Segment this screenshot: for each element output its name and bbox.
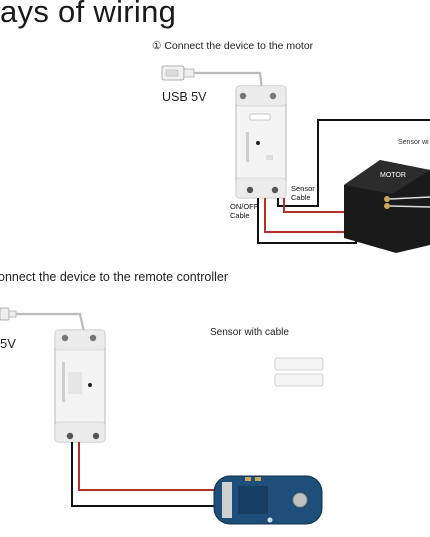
sensor-cable-label: Sensor Cable [291, 184, 315, 202]
smart-switch-device-1 [235, 85, 287, 199]
usb-cable-1 [194, 71, 264, 91]
usb-5v-label-1: USB 5V [162, 90, 207, 104]
page-title: ays of wiring [0, 0, 177, 29]
smart-switch-device-2 [54, 329, 106, 443]
usb-5v-label-2: 5V [0, 336, 16, 351]
usb-plug-2 [0, 307, 17, 321]
step-2-heading: onnect the device to the remote controll… [0, 270, 228, 284]
usb-plug-1 [161, 65, 195, 81]
door-sensor [274, 357, 324, 387]
remote-controller-board [213, 475, 323, 525]
step-1-heading: ① Connect the device to the motor [152, 40, 314, 52]
motor-label: MOTOR [380, 172, 406, 179]
sensor-with-cable-label: Sensor with cable [210, 327, 289, 338]
motor-box: MOTOR [344, 160, 430, 253]
wires-section-2 [71, 442, 218, 507]
onoff-cable-label: ON/OFF Cable [230, 202, 259, 220]
sensor-wire-label: Sensor wi [398, 139, 429, 146]
usb-cable-2 [16, 312, 86, 333]
